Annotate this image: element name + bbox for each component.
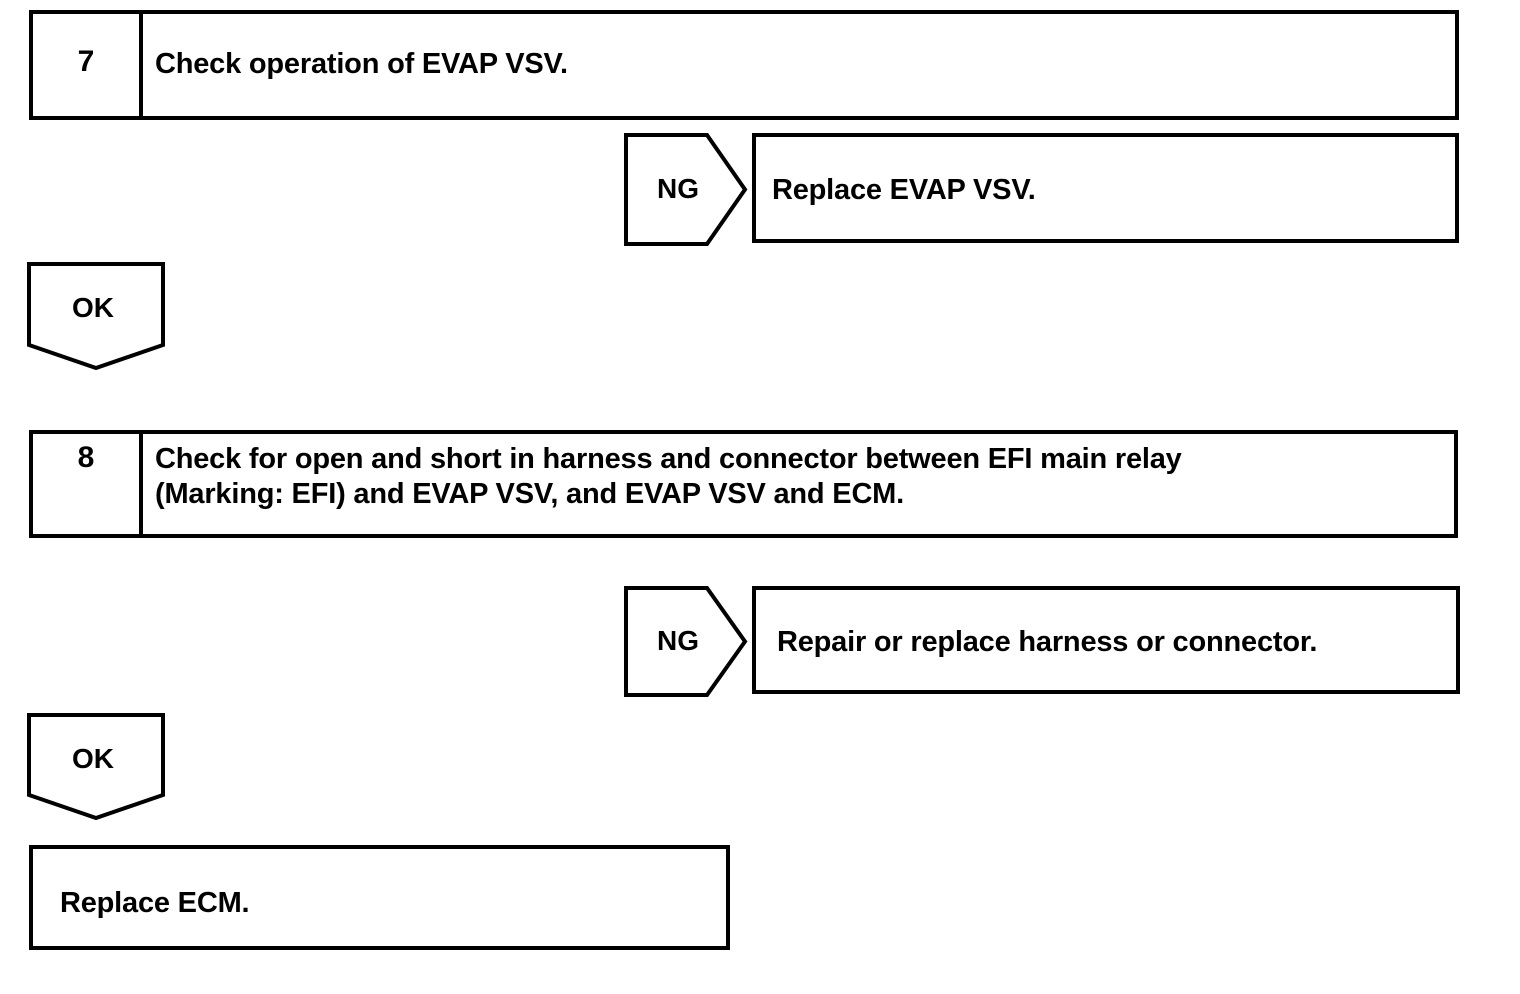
step-7-box: 7 Check operation of EVAP VSV. xyxy=(29,10,1459,120)
step-8-number: 8 xyxy=(77,441,95,474)
step-8-box: 8 Check for open and short in harness an… xyxy=(29,430,1458,538)
step-7-ng-action-box: Replace EVAP VSV. xyxy=(752,133,1459,243)
step-8-ng-action-box: Repair or replace harness or connector. xyxy=(752,586,1460,694)
step-8-ng-label: NG xyxy=(657,625,699,656)
step-8-ng-action-text: Repair or replace harness or connector. xyxy=(777,626,1318,658)
final-result-box: Replace ECM. xyxy=(29,845,730,950)
step-7-text: Check operation of EVAP VSV. xyxy=(155,48,568,80)
step-7-ng-action-text: Replace EVAP VSV. xyxy=(772,174,1036,206)
step-7-ng-label: NG xyxy=(657,173,699,204)
step-8-ok-label: OK xyxy=(72,743,114,774)
step-7-ok-pentagon xyxy=(27,262,165,371)
step-8-ok-pentagon xyxy=(27,713,165,821)
step-7-number-cell: 7 xyxy=(33,14,143,116)
step-7-number: 7 xyxy=(77,45,95,78)
step-8-ng-chevron xyxy=(624,586,748,697)
final-result-text: Replace ECM. xyxy=(60,887,250,919)
step-8-text: Check for open and short in harness and … xyxy=(155,443,1182,511)
step-8-number-cell: 8 xyxy=(33,434,143,534)
step-7-ok-label: OK xyxy=(72,292,114,323)
step-7-ng-chevron xyxy=(624,133,748,246)
